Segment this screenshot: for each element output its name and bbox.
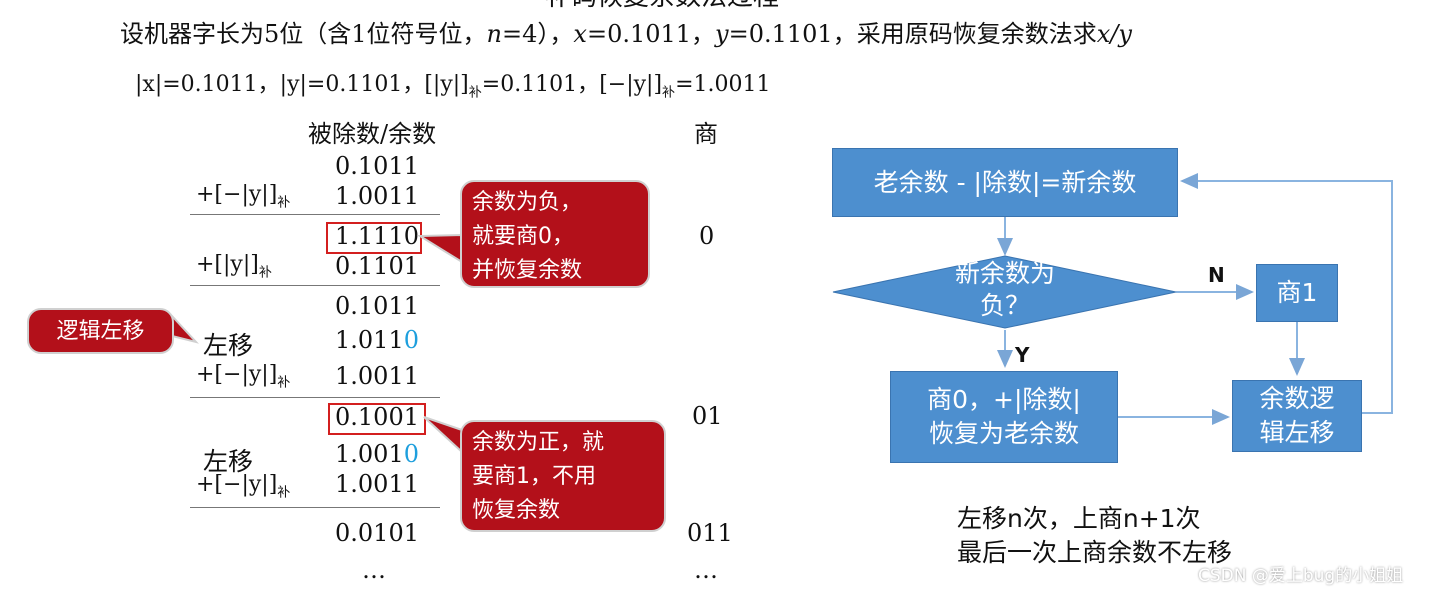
box-subtract: 老余数 - |除数|=新余数 — [832, 148, 1178, 217]
quotient-value: 011 — [687, 519, 733, 547]
value-row: 1.0110 — [335, 326, 419, 354]
op-add-neg-y: +[−|y|]补 — [196, 362, 291, 391]
note-shift-count: 左移n次，上商n+1次 — [957, 504, 1201, 533]
value-row: 0.1101 — [335, 252, 419, 280]
header-dividend: 被除数/余数 — [308, 120, 437, 148]
divider — [190, 507, 440, 508]
value-row: 1.0011 — [335, 470, 419, 498]
op-add-pos-y: +[|y|]补 — [196, 252, 272, 281]
operand-values: |x|=0.1011，|y|=0.1101，[|y|]补=0.1101，[−|y… — [135, 72, 771, 101]
value-row: 0.1011 — [335, 292, 419, 320]
header-quotient: 商 — [694, 120, 718, 148]
partial-heading: 补码恢复余数法过程 — [545, 0, 779, 13]
divider — [190, 397, 440, 398]
value-row: 1.0011 — [335, 362, 419, 390]
divider — [190, 214, 440, 215]
shift-label: 左移 — [203, 447, 254, 476]
value-row: 0.1011 — [335, 152, 419, 180]
box-quotient-0-restore: 商0，+|除数|恢复为老余数 — [890, 371, 1118, 463]
divider — [190, 285, 440, 286]
box-quotient-1: 商1 — [1256, 264, 1338, 322]
quotient-value: 01 — [692, 402, 723, 430]
problem-statement: 设机器字长为5位（含1位符号位，n=4），x=0.1011，y=0.1101，采… — [120, 20, 1132, 48]
value-row: 1.1110 — [335, 222, 419, 250]
note-last-quotient: 最后一次上商余数不左移 — [957, 538, 1233, 567]
callout-negative: 余数为负，就要商0，并恢复余数 — [460, 180, 650, 288]
highlight-box — [326, 222, 422, 254]
quotient-value: … — [694, 556, 718, 584]
value-row: … — [362, 556, 386, 584]
value-row: 0.1001 — [335, 403, 419, 431]
quotient-value: 0 — [699, 222, 715, 250]
op-add-neg-y: +[−|y|]补 — [196, 472, 291, 501]
watermark: CSDN @爱上bug的小姐姐 — [1198, 566, 1404, 586]
value-row: 0.0101 — [335, 519, 419, 547]
value-row: 1.0010 — [335, 440, 419, 468]
op-add-neg-y: +[−|y|]补 — [196, 182, 291, 211]
value-row: 1.0011 — [335, 182, 419, 210]
shift-label: 左移 — [203, 331, 254, 360]
arrow-loop-back — [1180, 173, 1393, 414]
decision-text: 新余数为负？ — [954, 259, 1055, 320]
label-y: Y — [1015, 343, 1030, 367]
label-n: N — [1208, 263, 1225, 287]
callout-logical-shift: 逻辑左移 — [27, 308, 174, 354]
box-logical-shift: 余数逻辑左移 — [1232, 380, 1362, 452]
decision-diamond — [832, 255, 1177, 329]
callout-positive: 余数为正，就要商1，不用恢复余数 — [460, 420, 666, 532]
